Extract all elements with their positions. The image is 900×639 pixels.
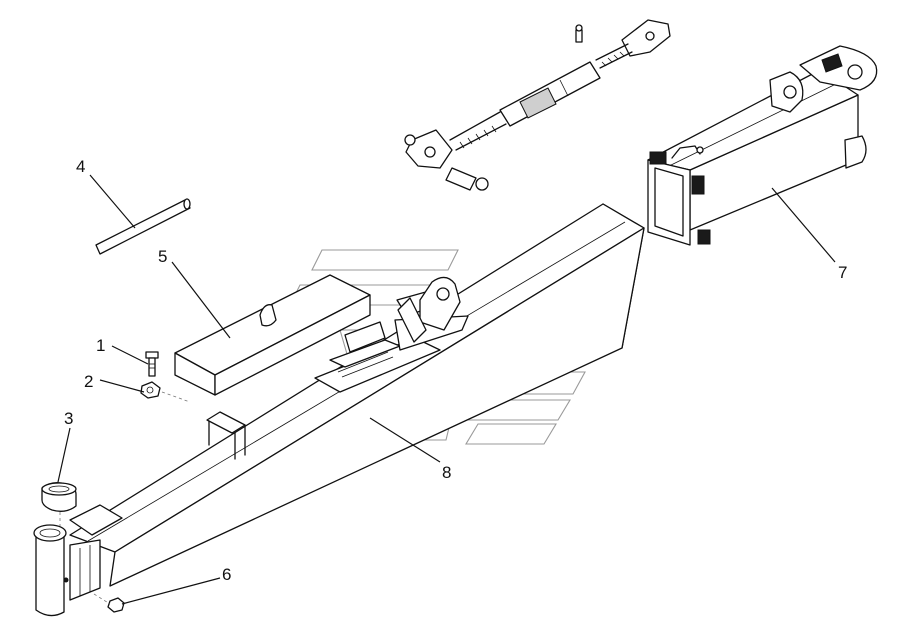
callout-5: 5 [158,247,167,266]
part-1-bolt [145,351,159,377]
callout-8: 8 [442,463,451,482]
callout-4: 4 [76,157,85,176]
part-5-cover-box [174,274,371,396]
beam-u-bracket [206,411,246,460]
part-6-small-nut [107,597,125,613]
part-4-rod [95,198,191,255]
part-3-bushing [41,482,77,512]
hinge-bracket [314,276,469,393]
part-2-nut [140,381,161,399]
part-7-upper-beam [647,45,878,246]
callout-1: 1 [96,336,105,355]
pivot-tube [33,524,69,617]
callout-6: 6 [222,565,231,584]
callout-7: 7 [838,263,847,282]
callout-3: 3 [64,409,73,428]
part-8-main-beam [69,203,645,601]
turnbuckle-assembly [404,19,671,191]
leader-lines [57,174,836,605]
callout-2: 2 [84,372,93,391]
